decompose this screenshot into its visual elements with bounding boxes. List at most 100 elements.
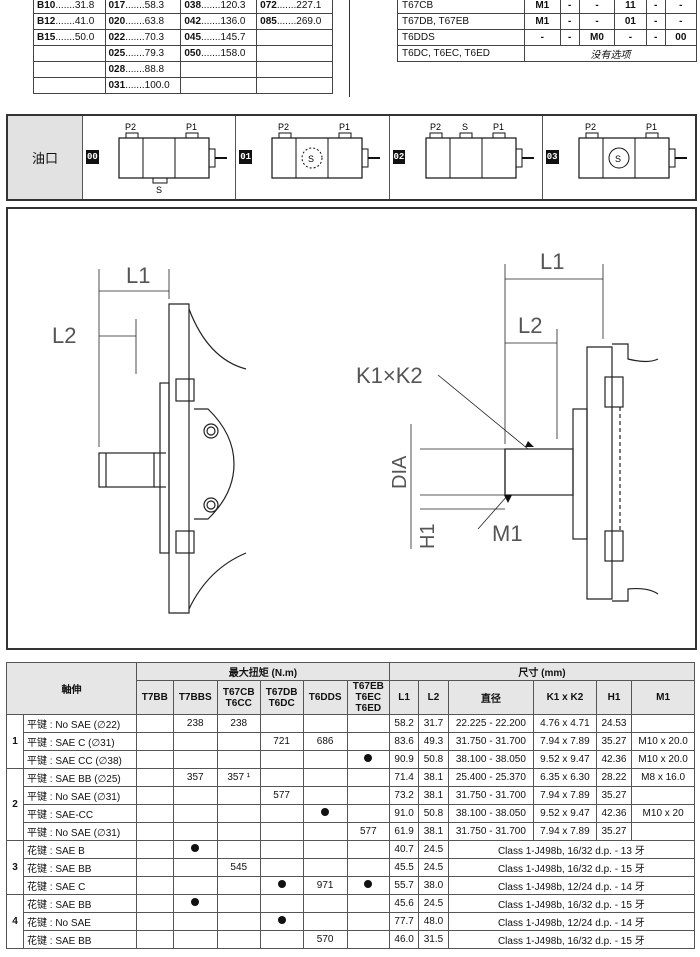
port-code: 02: [392, 150, 406, 164]
torque-cell: [135, 768, 174, 787]
torque-cell: [172, 804, 218, 823]
option-cell: M0: [578, 29, 616, 46]
dim-cell: M10 x 20: [631, 804, 695, 823]
model-name: T6DC: [268, 697, 295, 709]
flow-code-cell: 025.......79.3: [104, 45, 182, 62]
torque-cell: [172, 930, 218, 949]
dim-cell: 24.53: [595, 714, 633, 733]
dim-cell: 38.100 - 38.050: [447, 750, 535, 769]
torque-cell: [172, 894, 218, 913]
dim-cell: 28.22: [595, 768, 633, 787]
torque-cell: [302, 858, 348, 877]
shaft-type: 花键 : SAE B: [23, 840, 137, 859]
option-cell: -: [614, 29, 647, 46]
p2-label: P2: [125, 122, 136, 132]
flow-code-cell: [33, 45, 106, 62]
torque-cell: [346, 786, 390, 805]
port-code: 01: [239, 150, 253, 164]
dim-col-header: H1: [595, 680, 633, 715]
flow-code-cell: 017.......58.3: [104, 0, 182, 14]
port-code: 03: [545, 150, 559, 164]
port-diagram-00: P2 P1 S: [118, 122, 227, 195]
dim-l1-right: L1: [540, 249, 564, 274]
torque-cell: [259, 804, 304, 823]
flow-code-cell: 031.......100.0: [104, 77, 182, 94]
flow-value: 269.0: [296, 16, 322, 27]
dim-col-header: L1: [388, 680, 420, 715]
dim-cell: 42.36: [595, 804, 633, 823]
dim-cell: 7.94 x 7.89: [533, 786, 597, 805]
option-cell: M1: [524, 13, 561, 30]
available-dot: [191, 898, 200, 906]
torque-cell: [346, 876, 390, 895]
torque-cell: [302, 750, 348, 769]
dim-cell: M8 x 16.0: [631, 768, 695, 787]
flow-value: 58.3: [144, 0, 165, 11]
flow-code-cell: 020.......63.8: [104, 13, 182, 30]
leader-dots: .......: [125, 32, 145, 43]
torque-cell: [259, 714, 304, 733]
torque-cell: [172, 786, 218, 805]
torque-cell: [216, 732, 261, 751]
flow-value: 227.1: [296, 0, 322, 11]
leader-dots: .......: [201, 0, 221, 11]
dim-cell: 38.100 - 38.050: [447, 804, 535, 823]
torque-cell: 570: [302, 930, 348, 949]
option-cell: M1: [524, 0, 561, 14]
torque-cell: [216, 840, 261, 859]
flow-code: 031: [108, 80, 126, 91]
model-name: T7BB: [141, 692, 168, 703]
dim-cell: M10 x 20.0: [631, 732, 695, 751]
port-diagram-01: S P2 P1: [271, 122, 381, 179]
torque-cell: [259, 876, 304, 895]
leader-dots: .......: [125, 64, 145, 75]
torque-cell: [302, 840, 348, 859]
torque-cell: [216, 750, 261, 769]
p1-label: P1: [493, 122, 504, 132]
dim-k1k2: K1×K2: [356, 363, 423, 388]
option-cell: -: [559, 13, 580, 30]
flow-code: 022: [108, 32, 126, 43]
dims-header: 尺寸 (mm): [388, 662, 696, 681]
flow-code: 072: [260, 0, 277, 11]
flow-code-cell: [33, 61, 106, 78]
flow-code-cell: B12.......41.0: [33, 13, 106, 30]
p1-label: P1: [339, 122, 350, 132]
torque-cell: [302, 822, 348, 841]
option-model: T6DC, T6EC, T6ED: [397, 45, 525, 62]
flow-code: 020: [108, 16, 126, 27]
model-top: T67CB: [222, 686, 255, 698]
flow-code-cell: [33, 77, 106, 94]
dim-cell: 35.27: [595, 732, 633, 751]
torque-cell: 686: [302, 732, 348, 751]
torque-cell: 721: [259, 732, 304, 751]
leader-dots: .......: [55, 16, 75, 27]
flow-code: B15: [37, 32, 56, 43]
dim-l1: 55.7: [388, 876, 420, 895]
group-number: 2: [6, 768, 24, 841]
dim-cell: [631, 822, 695, 841]
spline-spec: Class 1-J498b, 16/32 d.p. - 15 牙: [447, 894, 696, 913]
torque-cell: [259, 822, 304, 841]
leader-dots: .......: [201, 48, 221, 59]
shaft-type: 平键 : SAE BB (∅25): [23, 768, 137, 787]
flow-value: 41.0: [74, 16, 95, 27]
torque-cell: [259, 894, 304, 913]
torque-cell: [135, 786, 174, 805]
dim-cell: 9.52 x 9.47: [533, 750, 597, 769]
dim-l2-left: L2: [52, 323, 76, 348]
torque-cell: [259, 858, 304, 877]
shaft-header: 軸伸: [6, 662, 137, 715]
shaft-type: 花键 : SAE BB: [23, 930, 137, 949]
torque-cell: [346, 840, 390, 859]
torque-cell: [172, 912, 218, 931]
torque-cell: [135, 750, 174, 769]
flow-code-cell: [256, 29, 333, 46]
option-model: T67DB, T67EB: [397, 13, 525, 30]
torque-cell: [259, 768, 304, 787]
